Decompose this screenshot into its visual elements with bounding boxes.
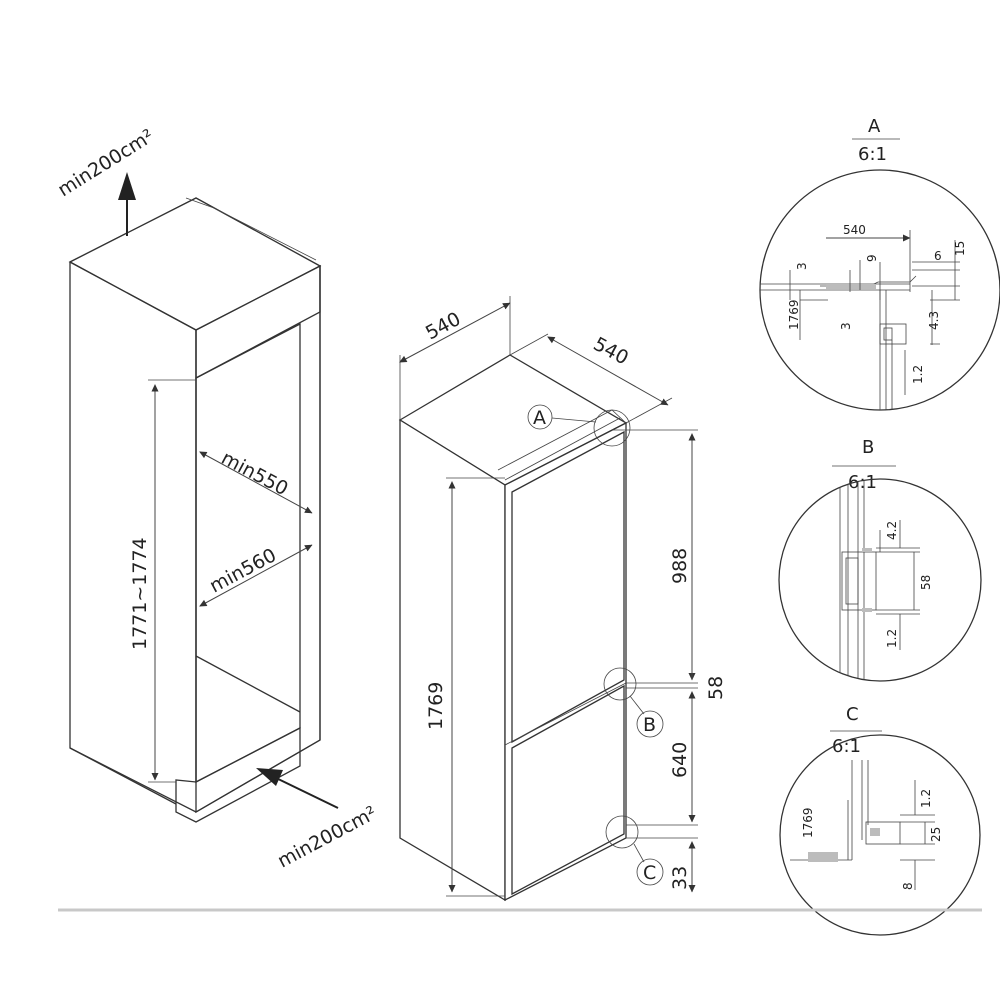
detail-a-title: A [868,116,881,137]
detail-a-dim-9: 9 [865,254,879,262]
detail-c: C 6:1 1.2 1769 25 8 [779,704,981,936]
detail-a-dim-15: 15 [953,241,967,256]
bottom-airflow-arrow: min200cm² [256,768,380,872]
callout-a: A [527,404,631,447]
callout-c-label: C [643,862,656,884]
appliance-height-dimension: 1769 [425,477,505,897]
appliance-section-dimensions: 988 58 640 33 [612,429,727,893]
detail-b-dim-1.2: 1.2 [885,629,899,648]
detail-c-dim-1769: 1769 [801,807,815,838]
top-airflow-arrow: min200cm² [54,125,158,236]
detail-b-dim-4.2: 4.2 [885,521,899,540]
detail-a-dim-3a: 3 [795,262,809,270]
detail-a-scale: 6:1 [858,144,887,165]
detail-a-dim-3b: 3 [839,322,853,330]
upper-section-label: 988 [669,548,691,584]
detail-b-dim-58: 58 [919,575,933,590]
detail-c-dim-8: 8 [901,882,915,890]
top-airflow-label: min200cm² [54,125,158,201]
detail-b-title: B [862,437,874,458]
gap-label: 58 [705,676,727,700]
base-label: 33 [669,866,691,890]
detail-a-dim-4.3: 4.3 [927,311,941,330]
detail-a-dim-1.2: 1.2 [911,365,925,384]
niche-height-label: 1771~1774 [129,537,151,650]
detail-a: A 6:1 [759,116,1000,411]
bottom-airflow-label: min200cm² [274,802,380,872]
niche-height-dimension: 1771~1774 [129,379,196,783]
detail-a-dim-6: 6 [934,249,942,263]
detail-c-scale: 6:1 [832,736,861,757]
detail-c-title: C [846,704,859,725]
callout-b: B [603,667,664,738]
detail-c-dim-1.2: 1.2 [919,789,933,808]
detail-a-dim-540: 540 [843,223,866,237]
detail-a-dim-1769: 1769 [787,299,801,330]
callout-b-label: B [643,714,656,736]
appliance [398,354,628,902]
detail-c-dim-25: 25 [929,827,943,842]
detail-b-scale: 6:1 [848,472,877,493]
appliance-height-label: 1769 [425,682,447,730]
detail-b: B 6:1 4.2 58 1.2 [778,437,982,682]
callout-a-label: A [533,407,546,429]
lower-section-label: 640 [669,742,691,778]
callout-c: C [605,815,664,886]
cabinet-niche [68,197,322,823]
